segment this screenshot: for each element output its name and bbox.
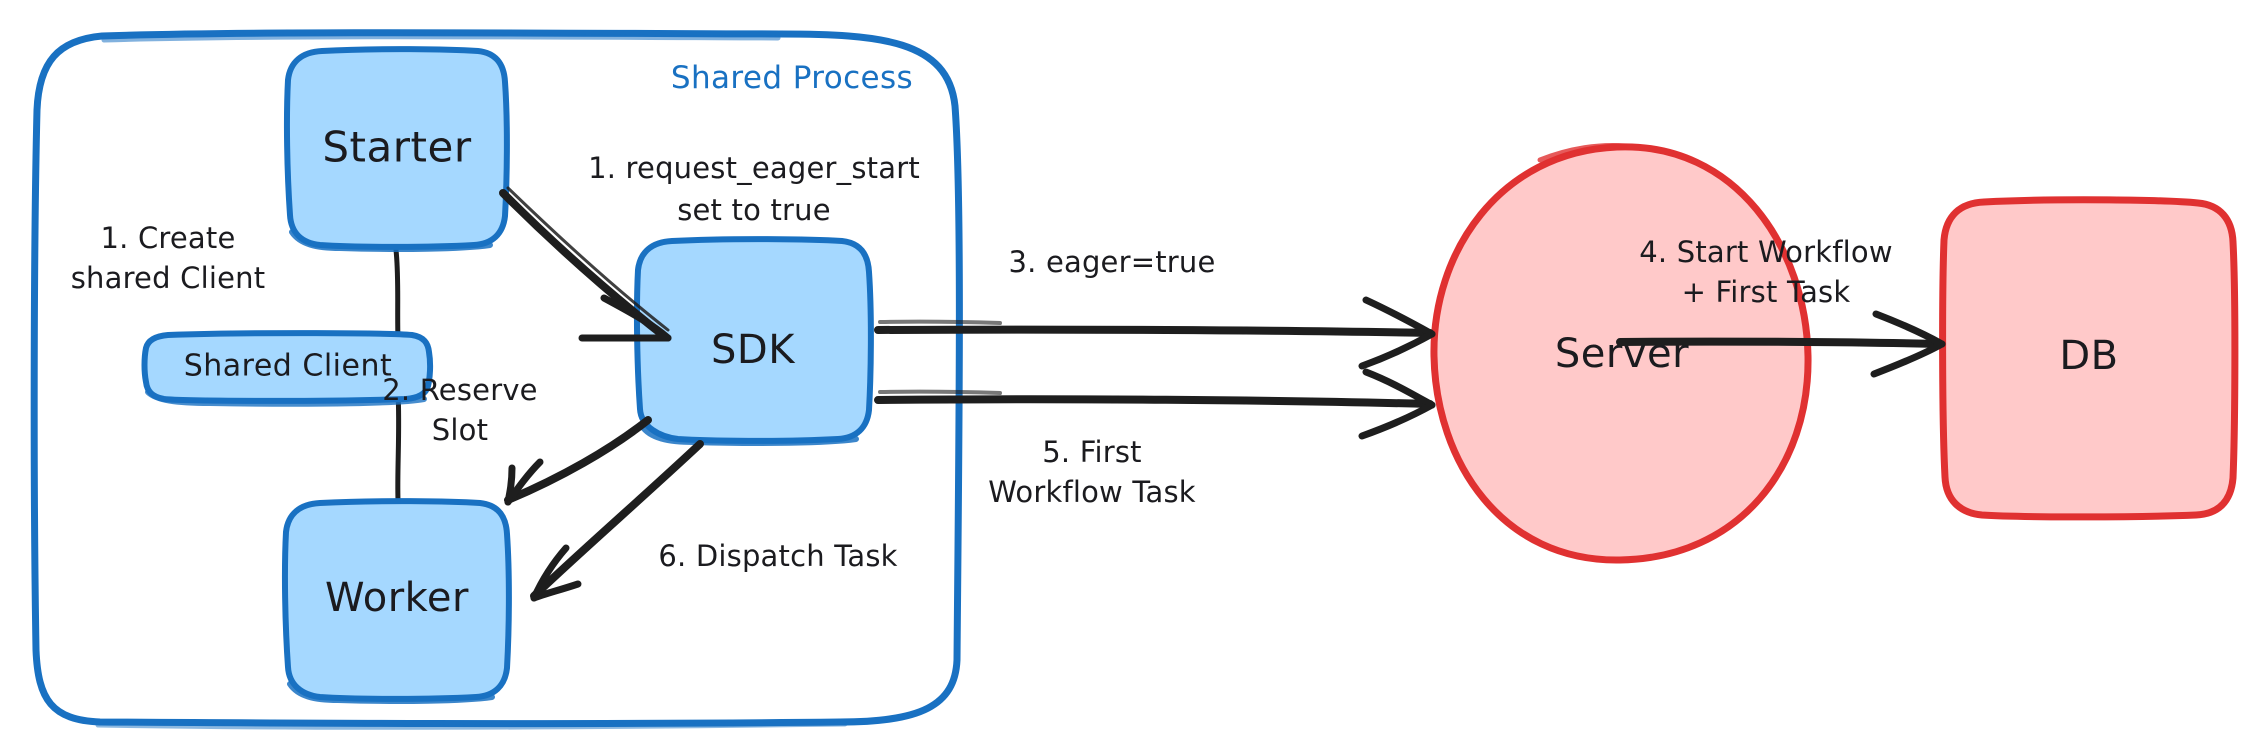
- node-sdk[interactable]: SDK: [633, 236, 874, 446]
- edge-eager-true[interactable]: 3. eager=true: [874, 245, 1436, 370]
- edge-first-workflow-task[interactable]: 5. First Workflow Task: [874, 368, 1436, 509]
- node-starter[interactable]: Starter: [283, 46, 510, 252]
- node-worker[interactable]: Worker: [281, 498, 512, 704]
- edge-label-start-workflow-line2: + First Task: [1682, 275, 1851, 309]
- node-label-shared-client: Shared Client: [184, 349, 393, 384]
- node-label-sdk: SDK: [711, 327, 796, 373]
- edge-label-reserve-slot-line2: Slot: [432, 413, 488, 447]
- frame-label-shared-process: Shared Process: [671, 60, 913, 96]
- edge-dispatch-task[interactable]: 6. Dispatch Task: [530, 440, 898, 602]
- edge-label-start-workflow-line1: 4. Start Workflow: [1639, 235, 1893, 269]
- node-db[interactable]: DB: [1939, 196, 2239, 521]
- shared-process-frame[interactable]: Shared Process: [30, 29, 963, 730]
- node-server[interactable]: Server: [1430, 143, 1812, 564]
- node-shared-client[interactable]: Shared Client: [141, 330, 434, 407]
- edge-label-create-shared-client-line1: 1. Create: [100, 221, 235, 255]
- edge-label-create-shared-client-line2: shared Client: [71, 261, 266, 295]
- edge-request-eager-start[interactable]: 1. request_eager_start set to true: [499, 151, 920, 342]
- edge-label-eager-true: 3. eager=true: [1008, 245, 1215, 279]
- edge-label-request-eager-start-line2: set to true: [677, 193, 831, 227]
- node-label-starter: Starter: [322, 123, 471, 172]
- edge-label-reserve-slot-line1: 2. Reserve: [382, 373, 537, 407]
- edge-start-workflow[interactable]: 4. Start Workflow + First Task: [1616, 235, 1946, 378]
- edge-label-request-eager-start-line1: 1. request_eager_start: [588, 151, 920, 185]
- edge-label-first-workflow-task-line2: Workflow Task: [988, 475, 1196, 509]
- edge-create-shared-client[interactable]: 1. Create shared Client: [71, 221, 402, 503]
- edge-reserve-slot[interactable]: 2. Reserve Slot: [382, 373, 652, 506]
- edge-label-first-workflow-task-line1: 5. First: [1042, 435, 1142, 469]
- edge-label-dispatch-task-line1: 6. Dispatch Task: [658, 539, 897, 573]
- node-label-worker: Worker: [325, 575, 469, 621]
- node-label-db: DB: [2059, 333, 2118, 379]
